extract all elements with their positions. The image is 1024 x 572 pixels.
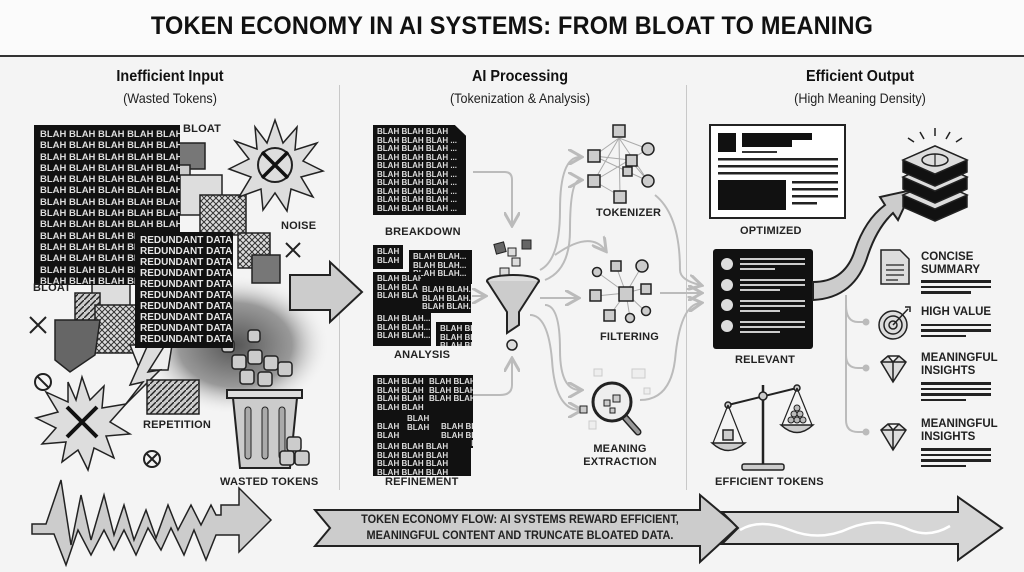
analysis-fragment: BLAH BLAH... BLAH BLAH... BLAH BLAH... [373,272,421,313]
text-line [921,453,991,456]
filtering-network-icon [589,259,652,324]
text-line [921,398,966,401]
column-title-processing: AI Processing [471,68,569,85]
output-arrow [812,188,914,302]
feature-title: HIGH VALUE [921,306,992,318]
redundant-data-block: REDUNDANT DATA REDUNDANT DATA REDUNDANT … [135,232,233,348]
flow-arrows [472,157,700,410]
bloat-shapes [54,142,281,415]
magnifier-icon [579,368,651,436]
document-icon [880,249,910,285]
text-line [921,448,991,451]
page-title: TOKEN ECONOMY IN AI SYSTEMS: FROM BLOAT … [150,12,874,40]
label-extraction: EXTRACTION [583,456,657,468]
diamond-icon [880,423,907,452]
label-bloat: BLOAT [33,282,72,294]
funnel-icon [486,239,540,351]
footer-caption: TOKEN ECONOMY FLOW: AI SYSTEMS REWARD EF… [349,512,691,544]
text-line [921,291,971,294]
smooth-wave [739,521,951,537]
feature-title: MEANINGFUL [921,418,998,430]
label-breakdown: BREAKDOWN [385,226,461,238]
feature-concise-summary: CONCISE SUMMARY [921,251,1001,294]
starburst-x-icon [33,374,133,473]
label-repetition: REPETITION [143,419,212,431]
footer-line: TOKEN ECONOMY FLOW: AI SYSTEMS REWARD EF… [361,514,679,526]
tokenizer-network-icon [587,124,655,204]
noise-wave-arrow [31,479,273,568]
label-tokenizer: TOKENIZER [596,207,662,219]
text-line [921,382,991,385]
optimized-document-icon [709,124,846,219]
label-bloat: BLOAT [183,123,222,135]
label-filtering: FILTERING [600,331,660,343]
column-subtitle-processing: (Tokenization & Analysis) [449,90,591,106]
footer-line: MEANINGFUL CONTENT AND TRUNCATE BLOATED … [366,530,674,542]
analysis-fragment: BLAH BLAH... BLAH BLAH... BLAH BLAH... [373,312,431,346]
analysis-fragment: BLAH BLAH... BLAH BLAH... BLAH BLAH... [409,250,472,284]
cancel-circle-icon [143,450,161,468]
label-optimized: OPTIMIZED [740,225,802,237]
text-line [921,280,991,283]
prohibited-icon [34,373,52,391]
x-mark-icon [29,316,47,334]
label-relevant: RELEVANT [735,354,796,366]
column-title-input: Inefficient Input [116,68,224,85]
column-subtitle-output: (High Meaning Density) [794,90,926,106]
label-refinement: REFINEMENT [385,476,459,488]
feature-connectors [845,295,866,433]
diamond-icon [880,355,907,384]
refinement-fragment: BLAH BLAH [373,420,403,440]
analysis-fragment: BLAH BLAH [373,245,403,269]
x-mark-icon [285,242,301,258]
column-title-output: Efficient Output [806,68,914,85]
text-line [921,285,991,288]
feature-high-value: HIGH VALUE [921,306,1001,337]
text-line [921,334,966,337]
analysis-fragment: BLAH BLAH... BLAH BLAH... BLAH BLAH... [436,322,472,346]
text-line [921,459,991,462]
label-meaning: MEANING [593,443,647,455]
brain-server-icon [901,128,969,222]
flow-banner-arrow [312,492,740,565]
text-line [921,329,991,332]
feature-title: CONCISE [921,251,974,263]
title-bar [0,0,1024,57]
refinement-fragment: BLAH BLAH BLAH BLAH BLAH BLAH BLAH BLAH … [373,375,429,421]
label-noise: NOISE [281,220,317,232]
refinement-fragment: BLAH BLAH... BLAH BLAH... BLAH BLAH... [425,375,473,421]
feature-title: MEANINGFUL [921,352,998,364]
column-subtitle-input: (Wasted Tokens) [123,90,217,106]
starburst-x-icon [227,117,326,213]
feature-title: INSIGHTS [921,430,976,443]
label-wasted-tokens: WASTED TOKENS [220,476,319,488]
text-line [921,387,991,390]
text-line [921,323,991,326]
input-arrow [289,259,364,325]
breakdown-document: BLAH BLAH BLAH BLAH BLAH BLAH ... BLAH B… [373,125,466,215]
feature-title: INSIGHTS [921,364,976,377]
text-line [921,464,966,467]
feature-title: SUMMARY [921,263,980,276]
label-analysis: ANALYSIS [394,349,451,361]
refinement-fragment: BLAH BLAH BLAH BLAH BLAH BLAH BLAH BLAH … [373,440,471,476]
target-icon [878,306,911,340]
feature-meaningful-insights: MEANINGFUL INSIGHTS [921,418,1001,467]
relevant-list-icon [713,249,813,349]
balance-scale-icon [710,384,815,471]
text-line [921,393,991,396]
feature-meaningful-insights: MEANINGFUL INSIGHTS [921,352,1001,401]
output-flow-arrow [719,495,1004,562]
analysis-fragment: BLAH BLAH... BLAH BLAH... BLAH BLAH... [418,283,471,313]
trash-can-icon [221,329,310,469]
label-efficient-tokens: EFFICIENT TOKENS [715,476,824,488]
